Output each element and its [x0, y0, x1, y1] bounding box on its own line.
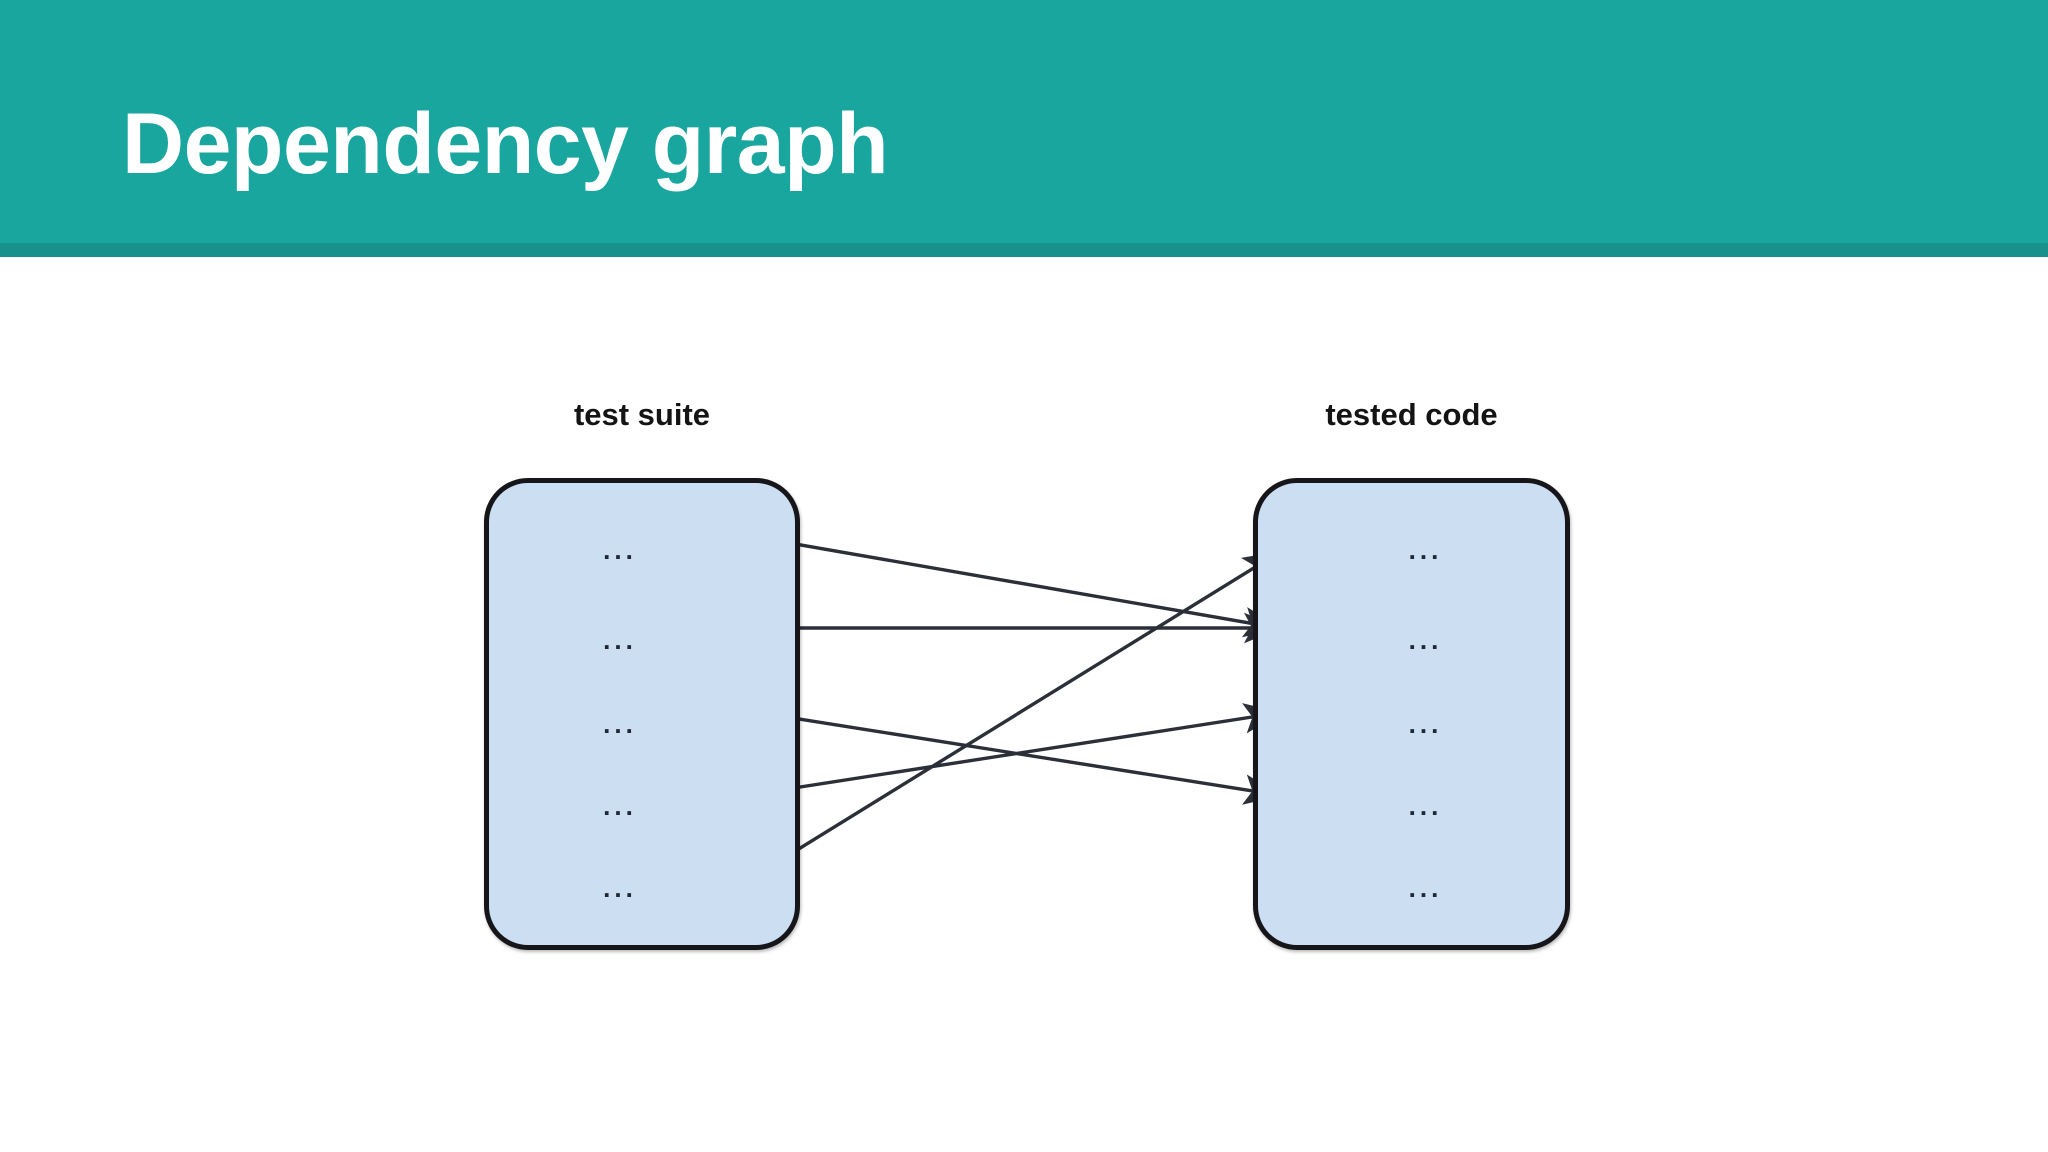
tested-code-item-1[interactable]: ...: [1408, 535, 1443, 565]
test-suite-item-5[interactable]: ...: [603, 873, 637, 903]
tested-code-item-4[interactable]: ...: [1408, 791, 1443, 821]
test-suite-item-4[interactable]: ...: [603, 791, 637, 821]
edges-layer: [754, 535, 1282, 878]
edge-test1-to-code2: [754, 535, 1282, 638]
test-suite-item-3[interactable]: ...: [603, 709, 637, 739]
group-label-tested-code: tested code: [1325, 397, 1498, 432]
tested-code-box[interactable]: ... ... ... ... ...: [1253, 478, 1570, 950]
banner-underline: [0, 243, 2048, 257]
title-banner: [0, 0, 2048, 243]
tested-code-item-3[interactable]: ...: [1408, 709, 1443, 739]
page-title: Dependency graph: [122, 96, 889, 192]
test-suite-item-1[interactable]: ...: [603, 535, 637, 565]
test-suite-item-2[interactable]: ...: [603, 625, 637, 655]
tested-code-item-5[interactable]: ...: [1408, 873, 1443, 903]
tested-code-item-2[interactable]: ...: [1408, 625, 1443, 655]
group-label-test-suite: test suite: [573, 397, 711, 432]
edge-test5-to-code1: [754, 551, 1281, 878]
test-suite-box[interactable]: ... ... ... ... ...: [484, 478, 800, 950]
edge-test4-to-code3: [754, 703, 1282, 796]
dependency-graph-diagram: test suite tested code ... ... ... ... .…: [0, 257, 2048, 1152]
